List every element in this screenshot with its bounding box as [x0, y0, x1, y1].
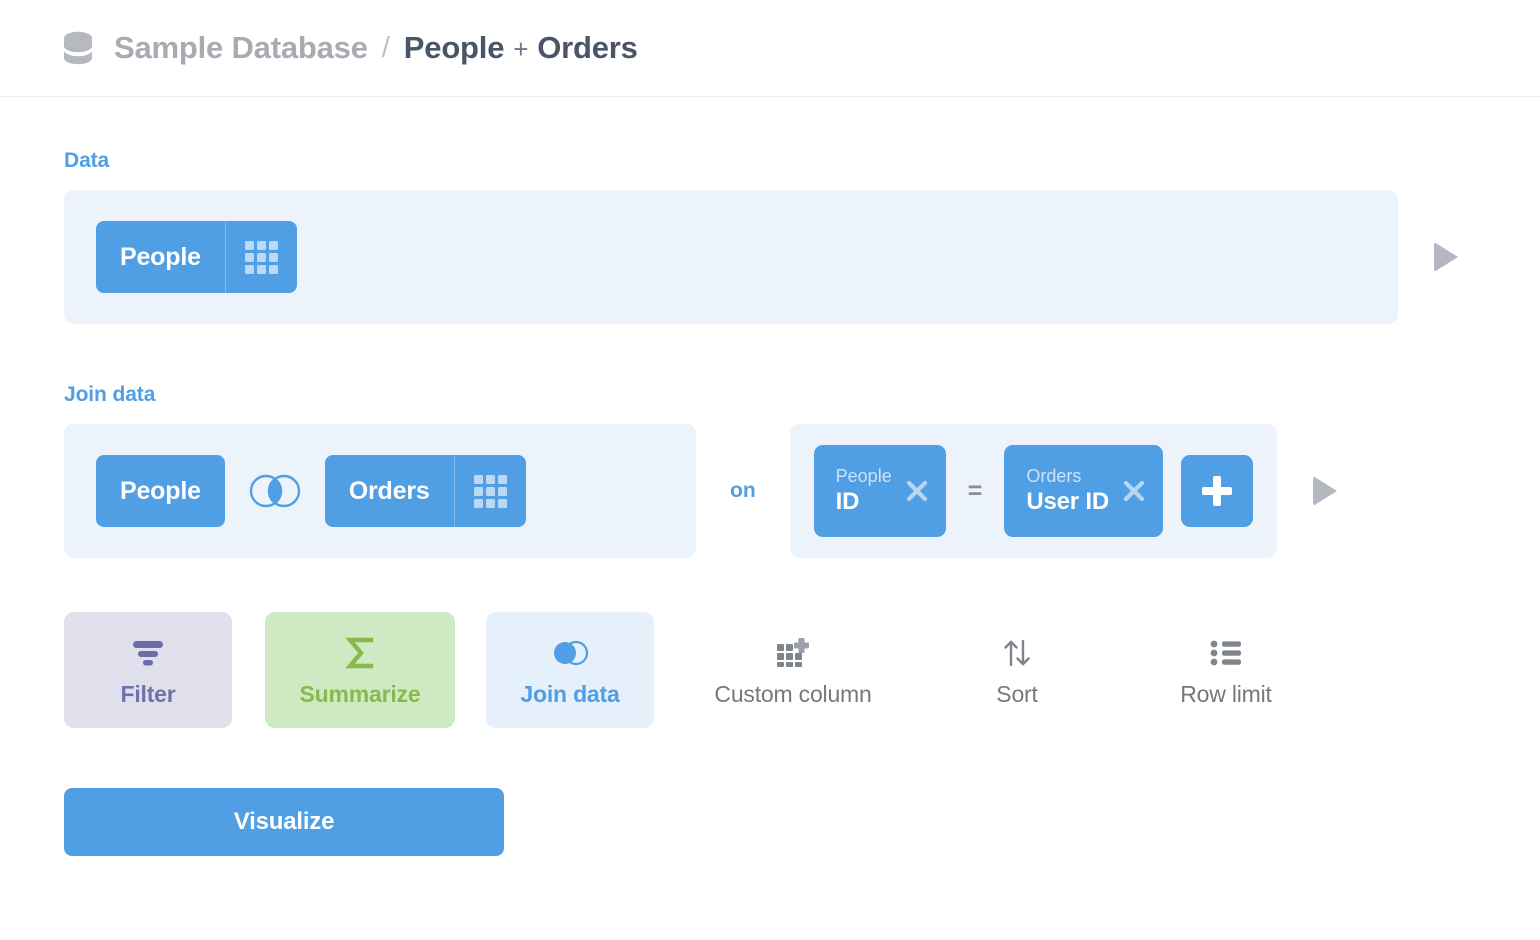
run-data-step-button[interactable] — [1398, 190, 1494, 324]
inner-join-venn-icon[interactable] — [247, 467, 303, 515]
page-title-plus: + — [513, 34, 529, 64]
join-venn-icon — [550, 633, 590, 673]
join-condition-right[interactable]: Orders User ID — [1004, 445, 1163, 537]
join-condition-left-column: ID — [835, 487, 860, 515]
join-data-button[interactable]: Join data — [486, 612, 654, 728]
sigma-icon — [344, 633, 376, 673]
row-limit-label: Row limit — [1180, 680, 1272, 707]
sort-arrows-icon — [1001, 633, 1033, 673]
join-condition-right-table: Orders — [1026, 466, 1082, 487]
join-data-label: Join data — [520, 680, 620, 707]
sort-label: Sort — [996, 680, 1038, 707]
join-condition-left-table: People — [835, 466, 892, 487]
filter-icon — [131, 633, 165, 673]
custom-column-label: Custom column — [714, 680, 872, 707]
summarize-button[interactable]: Summarize — [265, 612, 455, 728]
data-section-row: People — [64, 173, 1540, 324]
grid-icon[interactable] — [224, 221, 297, 293]
database-icon — [62, 30, 94, 66]
join-condition-right-column: User ID — [1026, 487, 1109, 515]
close-icon[interactable] — [904, 478, 930, 504]
join-tables-panel: People Orders — [64, 424, 696, 558]
join-section-row: People Orders on People ID — [64, 407, 1540, 558]
breadcrumb-database[interactable]: Sample Database — [114, 30, 368, 65]
filter-button[interactable]: Filter — [64, 612, 232, 728]
add-column-icon — [776, 633, 810, 673]
join-on-label: on — [730, 479, 756, 502]
query-action-bar: Filter Summarize Join data — [64, 612, 1540, 728]
data-table-name: People — [120, 242, 201, 271]
join-right-table-name: Orders — [348, 476, 430, 505]
data-table-pill-people[interactable]: People — [96, 221, 297, 293]
join-left-table-pill[interactable]: People — [96, 455, 225, 527]
play-icon — [1312, 476, 1337, 506]
plus-icon — [1201, 476, 1232, 506]
close-icon[interactable] — [1121, 478, 1147, 504]
join-condition-operator: = — [967, 476, 983, 505]
run-join-step-button[interactable] — [1277, 424, 1373, 558]
query-builder-body: Data People Join data People — [0, 149, 1540, 856]
join-section-label: Join data — [64, 383, 156, 406]
page-title[interactable]: People + Orders — [404, 30, 638, 66]
summarize-label: Summarize — [299, 680, 421, 707]
app-header: Sample Database / People + Orders — [0, 0, 1540, 97]
list-icon — [1210, 633, 1242, 673]
custom-column-button[interactable]: Custom column — [678, 612, 908, 728]
row-limit-button[interactable]: Row limit — [1126, 612, 1326, 728]
breadcrumb-separator: / — [381, 31, 390, 64]
sort-button[interactable]: Sort — [932, 612, 1102, 728]
page-title-right: Orders — [537, 30, 638, 65]
filter-label: Filter — [120, 680, 176, 707]
join-right-table-pill[interactable]: Orders — [324, 455, 526, 527]
join-condition-panel: People ID = Orders User ID — [789, 424, 1277, 558]
add-join-condition-button[interactable] — [1180, 455, 1253, 527]
data-section-label: Data — [64, 149, 110, 172]
visualize-button[interactable]: Visualize — [64, 788, 504, 856]
grid-icon[interactable] — [453, 455, 526, 527]
page-title-left: People — [403, 30, 505, 65]
play-icon — [1434, 242, 1458, 272]
join-condition-left[interactable]: People ID — [813, 445, 946, 537]
data-source-panel: People — [64, 190, 1398, 324]
